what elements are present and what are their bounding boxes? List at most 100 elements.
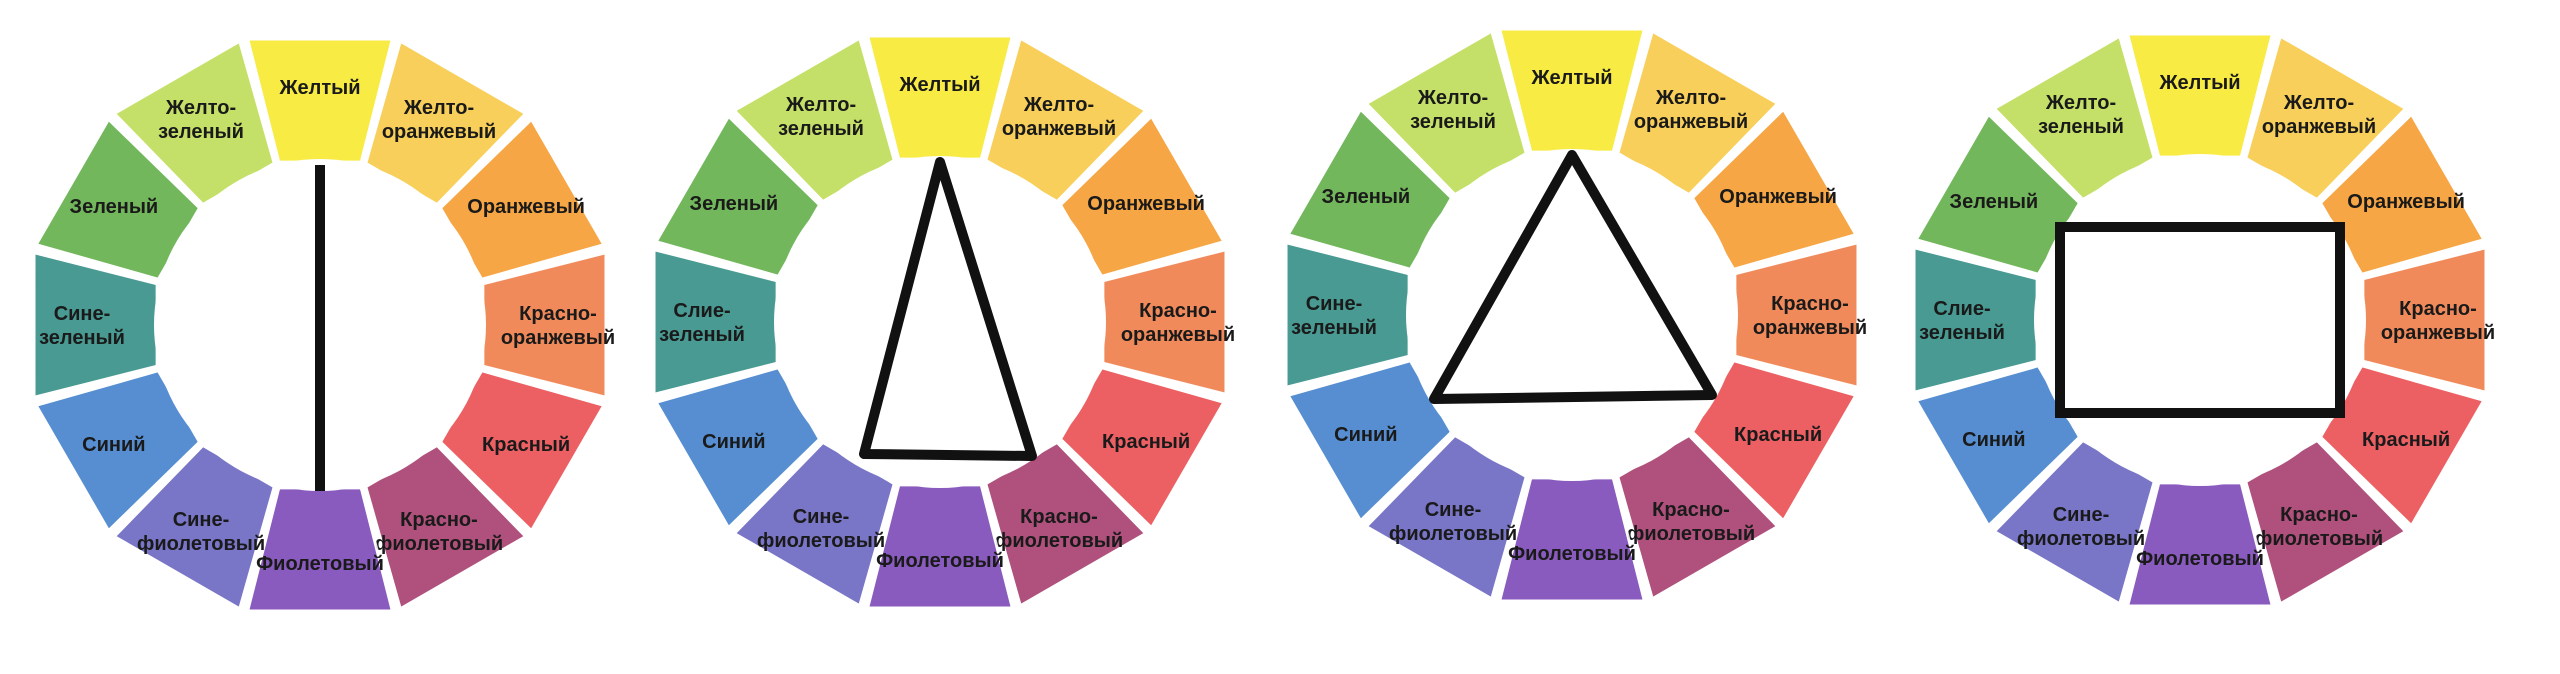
segment-red-violet: [1615, 433, 1781, 602]
segment-label-yellow-green: Желто-зеленый: [158, 97, 244, 143]
segment-label-blue: Синий: [1334, 424, 1397, 446]
segment-yellow: [1497, 27, 1647, 154]
segment-label-orange: Оранжевый: [2347, 191, 2465, 213]
segment-red-violet: [2243, 438, 2409, 607]
segment-label-red-orange: Красно-оранжевый: [1121, 300, 1235, 346]
segment-blue: [33, 368, 202, 534]
segment-blue: [653, 365, 822, 531]
segment-violet: [865, 483, 1015, 610]
segment-label-blue-green: Сине-зеленый: [39, 303, 125, 349]
segment-yellow-green: [1991, 33, 2157, 202]
wheel-triangle-narrow: ЖелтыйЖелто-оранжевыйОранжевыйКрасно-ора…: [652, 34, 1235, 610]
segment-label-red-violet: Красно-фиолетовый: [375, 509, 503, 555]
segment-label-blue-violet: Сине-фиолетовый: [757, 506, 885, 552]
segment-blue-green: [652, 247, 779, 397]
segment-green: [653, 113, 822, 279]
segment-blue-violet: [1991, 438, 2157, 607]
segment-red: [1058, 365, 1227, 531]
segment-yellow-orange: [983, 35, 1149, 204]
tetrad-rectangle: [2055, 222, 2345, 418]
segment-label-yellow-orange: Желто-оранжевый: [1002, 94, 1116, 140]
segment-label-yellow: Желтый: [898, 74, 980, 96]
segment-label-orange: Оранжевый: [467, 196, 585, 218]
segment-label-red-orange: Красно-оранжевый: [501, 303, 615, 349]
segment-label-red: Красный: [1734, 424, 1822, 446]
segment-label-red-orange: Красно-оранжевый: [2381, 298, 2495, 344]
segment-violet: [245, 486, 395, 613]
segment-orange: [1690, 106, 1859, 272]
triad-triangle: [1429, 150, 1717, 404]
segment-label-yellow: Желтый: [1530, 67, 1612, 89]
segment-red-orange: [481, 250, 608, 400]
segment-red-violet: [983, 440, 1149, 609]
segment-red: [2318, 363, 2487, 529]
segment-label-blue-green: Слие-зеленый: [659, 300, 745, 346]
segment-label-blue: Синий: [82, 434, 145, 456]
segment-red-orange: [2361, 245, 2488, 395]
segment-yellow-green: [731, 35, 897, 204]
segment-label-blue: Синий: [702, 431, 765, 453]
segment-yellow: [865, 34, 1015, 161]
segment-label-red-violet: Красно-фиолетовый: [1627, 499, 1755, 545]
segment-yellow: [2125, 32, 2275, 159]
segment-yellow-orange: [363, 38, 529, 207]
wheel-rectangle: ЖелтыйЖелто-оранжевыйОранжевыйКрасно-ора…: [1912, 32, 2495, 608]
segment-label-red: Красный: [1102, 431, 1190, 453]
segment-yellow-green: [1363, 28, 1529, 197]
segment-blue: [1285, 358, 1454, 524]
segment-label-violet: Фиолетовый: [1508, 543, 1636, 565]
segment-label-yellow-orange: Желто-оранжевый: [1634, 87, 1748, 133]
complement-line: [315, 165, 325, 491]
segment-yellow: [245, 37, 395, 164]
wheel-center: [774, 156, 1106, 488]
segment-yellow-green: [111, 38, 277, 207]
segment-label-yellow-orange: Желто-оранжевый: [382, 97, 496, 143]
segment-label-yellow-green: Желто-зеленый: [2038, 92, 2124, 138]
segment-yellow-orange: [1615, 28, 1781, 197]
segment-red-orange: [1101, 247, 1228, 397]
segment-label-blue: Синий: [1962, 429, 2025, 451]
segment-label-yellow-green: Желто-зеленый: [778, 94, 864, 140]
segment-label-yellow-green: Желто-зеленый: [1410, 87, 1496, 133]
segment-yellow-orange: [2243, 33, 2409, 202]
split-complement-triangle: [859, 157, 1037, 461]
segment-label-violet: Фиолетовый: [876, 550, 1004, 572]
segment-violet: [1497, 476, 1647, 603]
segment-blue-violet: [731, 440, 897, 609]
segment-label-blue-green: Сине-зеленый: [1291, 293, 1377, 339]
segment-label-green: Зеленый: [70, 196, 159, 218]
segment-label-blue-violet: Сине-фиолетовый: [2017, 504, 2145, 550]
segment-orange: [2318, 111, 2487, 277]
segment-label-violet: Фиолетовый: [2136, 548, 2264, 570]
segment-label-red-orange: Красно-оранжевый: [1753, 293, 1867, 339]
segment-label-red-violet: Красно-фиолетовый: [2255, 504, 2383, 550]
segment-green: [1913, 111, 2082, 277]
segment-label-blue-violet: Сине-фиолетовый: [137, 509, 265, 555]
segment-red: [438, 368, 607, 534]
segment-red: [1690, 358, 1859, 524]
segment-green: [1285, 106, 1454, 272]
segment-blue-violet: [111, 443, 277, 612]
segment-label-violet: Фиолетовый: [256, 553, 384, 575]
segment-label-blue-violet: Сине-фиолетовый: [1389, 499, 1517, 545]
segment-red-orange: [1733, 240, 1860, 390]
segment-red-violet: [363, 443, 529, 612]
segment-blue: [1913, 363, 2082, 529]
wheels-group: ЖелтыйЖелто-оранжевыйОранжевыйКрасно-ора…: [32, 27, 2495, 613]
wheel-triangle-equilateral: ЖелтыйЖелто-оранжевыйОранжевыйКрасно-ора…: [1284, 27, 1867, 603]
segment-green: [33, 116, 202, 282]
segment-label-red-violet: Красно-фиолетовый: [995, 506, 1123, 552]
segment-label-green: Зеленый: [1950, 191, 2039, 213]
segment-label-orange: Оранжевый: [1719, 186, 1837, 208]
segment-label-red: Красный: [2362, 429, 2450, 451]
segment-blue-green: [1284, 240, 1411, 390]
segment-label-red: Красный: [482, 434, 570, 456]
segment-blue-violet: [1363, 433, 1529, 602]
segment-label-yellow: Желтый: [278, 77, 360, 99]
segment-label-green: Зеленый: [690, 193, 779, 215]
segment-label-orange: Оранжевый: [1087, 193, 1205, 215]
segment-label-yellow: Желтый: [2158, 72, 2240, 94]
segment-label-yellow-orange: Желто-оранжевый: [2262, 92, 2376, 138]
segment-label-blue-green: Слие-зеленый: [1919, 298, 2005, 344]
